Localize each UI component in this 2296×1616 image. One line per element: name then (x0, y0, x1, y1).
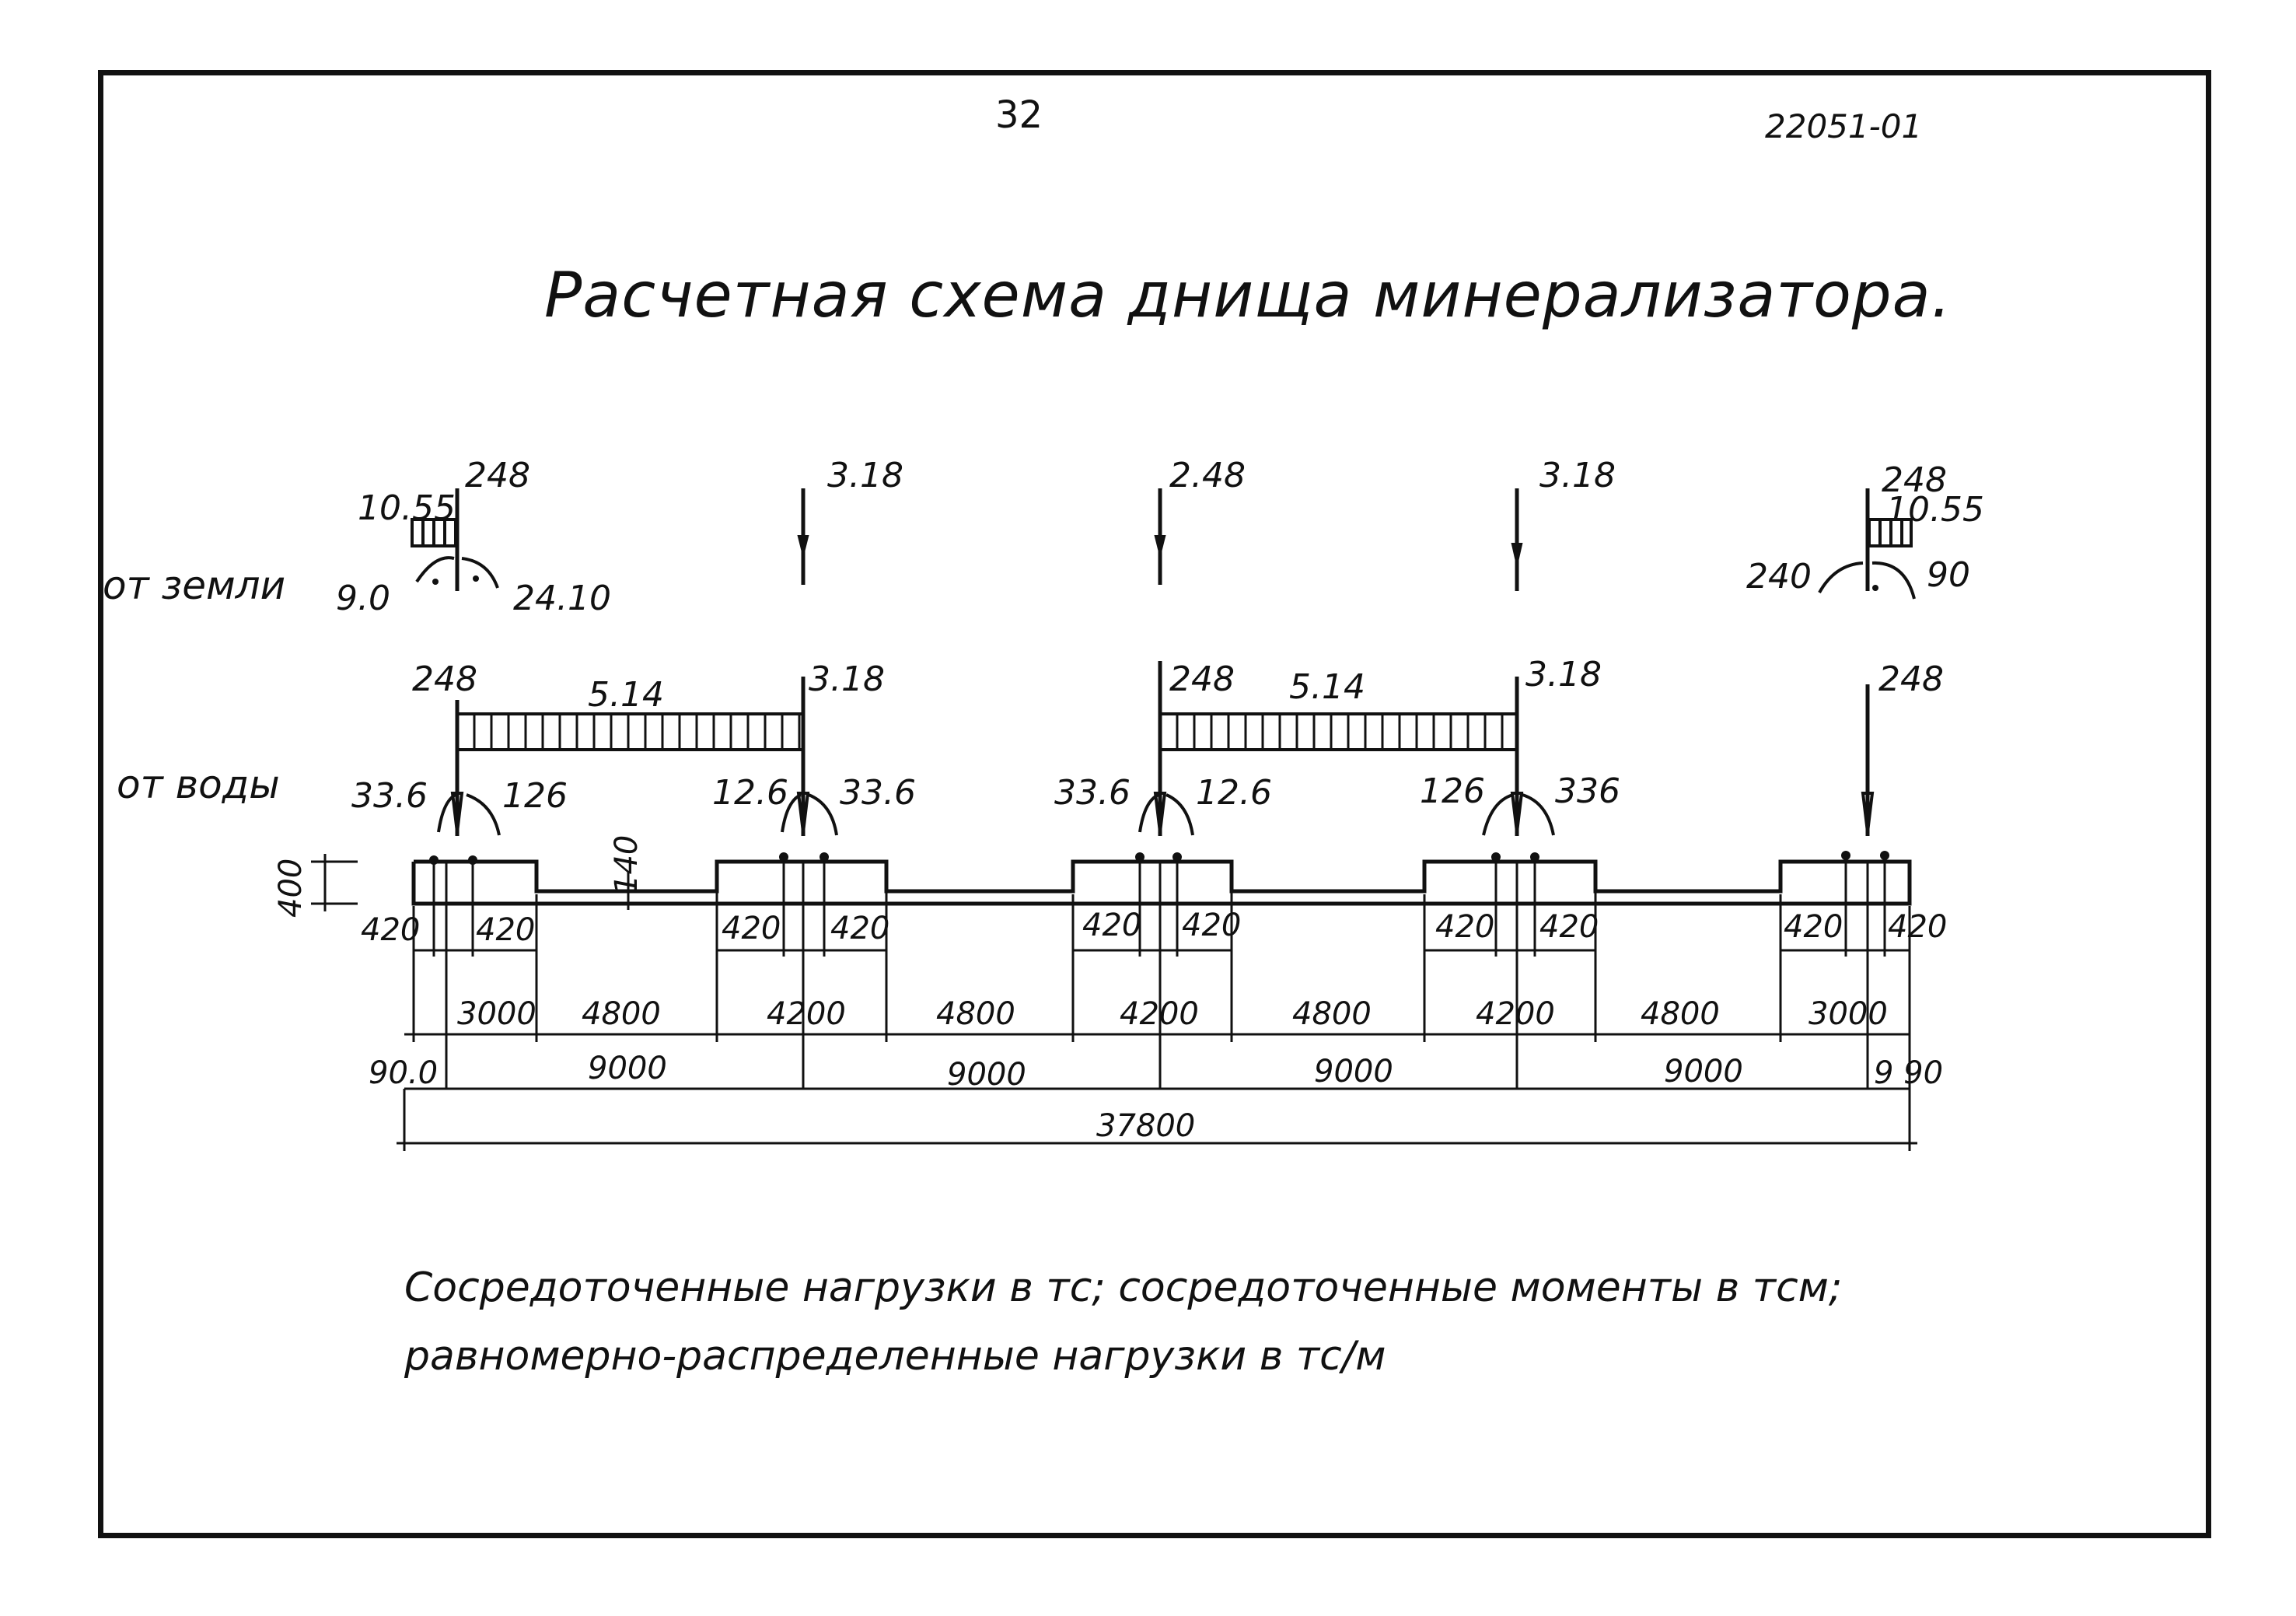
soil-s1-moment-left-arc (415, 556, 455, 583)
units-note-line1: Сосредоточенные нагрузки в тс; сосредото… (404, 1264, 1843, 1311)
water-s2-moment-left-label: 12.6 (712, 773, 788, 813)
water-s4-moment-right-arc (1522, 793, 1555, 836)
soil-s5-force-label: 248 (1882, 460, 1947, 500)
water-s1-force-label: 248 (412, 659, 477, 699)
water-s3-moment-right-label: 12.6 (1196, 773, 1272, 813)
dim-row1-9: 3000 (1808, 996, 1888, 1032)
soil-s1-distributed-label: 10.55 (358, 488, 456, 528)
water-s4-moment-right-label: 336 (1555, 771, 1620, 811)
dim-small-1: 420 (361, 912, 421, 948)
section-height-label: 400 (273, 858, 309, 918)
soil-s4-force-label: 3.18 (1539, 456, 1616, 495)
water-s1-moment-left-label: 33.6 (351, 776, 428, 816)
dim-row1-8: 4800 (1641, 996, 1720, 1032)
row-label-soil: от земли (103, 563, 286, 608)
soil-s2-force-label: 3.18 (827, 456, 903, 495)
row-label-water: от воды (117, 762, 280, 807)
water-s1-moment-right-arc (466, 793, 501, 836)
soil-s1-force-label: 248 (465, 456, 530, 495)
units-note-line2: равномерно-распределенные нагрузки в тс/… (404, 1333, 1386, 1380)
dim-row1-1: 3000 (457, 996, 536, 1032)
dim-row2-4: 9000 (1314, 1054, 1393, 1090)
water-s5-force-label: 248 (1878, 659, 1944, 699)
dim-small-3: 420 (722, 911, 781, 946)
dimension-lines (397, 949, 1917, 1145)
water-s1-moment-right-label: 126 (502, 776, 568, 816)
water-span1-distributed-label: 5.14 (588, 675, 664, 715)
dim-small-8: 420 (1539, 909, 1599, 945)
page-number: 32 (995, 93, 1043, 137)
water-s1-moment-left-arc (437, 793, 457, 833)
extension-lines (403, 863, 1911, 1151)
dim-small-9: 420 (1784, 909, 1843, 945)
dim-small-10: 420 (1888, 909, 1948, 945)
dim-row1-5: 4200 (1120, 996, 1199, 1032)
water-s2-moment-left-arc (781, 793, 802, 833)
dim-row2-5: 9000 (1664, 1054, 1743, 1090)
slab-thickness-label: 140 (609, 834, 645, 894)
water-s4-force-label: 3.18 (1525, 655, 1602, 694)
water-s3-moment-left-arc (1138, 793, 1159, 833)
dim-small-6: 420 (1182, 908, 1242, 943)
dim-small-4: 420 (830, 911, 890, 946)
dim-row1-2: 4800 (582, 996, 661, 1032)
water-loads-graphics (437, 661, 1875, 836)
drawing-frame (98, 70, 2211, 1538)
soil-s5-moment-right-arc (1871, 561, 1916, 600)
document-code: 22051-01 (1765, 107, 1923, 145)
bottom-slab-section (311, 851, 1912, 911)
dim-small-7: 420 (1435, 909, 1495, 945)
dim-total: 37800 (1096, 1108, 1196, 1144)
dim-row2-3: 9000 (947, 1057, 1026, 1093)
dim-small-5: 420 (1082, 908, 1142, 943)
water-s3-moment-right-arc (1165, 793, 1194, 836)
soil-s3-force-label: 2.48 (1169, 456, 1246, 495)
soil-s5-moment-right-label: 90 (1927, 555, 1970, 595)
dim-row1-3: 4200 (767, 996, 846, 1032)
water-span1-distributed-block (456, 712, 805, 751)
water-s2-moment-right-label: 33.6 (840, 773, 916, 813)
soil-s5-distributed-label: 10.55 (1886, 490, 1984, 530)
soil-s1-moment-right-label: 24.10 (513, 579, 611, 618)
soil-s1-moment-left-label: 9.0 (336, 579, 390, 618)
dim-row2-2: 9000 (588, 1051, 667, 1086)
water-s2-moment-right-arc (808, 793, 838, 836)
dim-row1-6: 4800 (1292, 996, 1372, 1032)
water-s3-moment-left-label: 33.6 (1054, 773, 1131, 813)
water-span3-distributed-block (1158, 712, 1518, 751)
water-s3-force-label: 248 (1169, 659, 1235, 699)
dim-row2-6: 9 90 (1874, 1055, 1944, 1091)
water-s4-moment-left-label: 126 (1420, 771, 1485, 811)
water-span3-distributed-label: 5.14 (1289, 667, 1365, 707)
soil-loads-graphics (411, 488, 1916, 600)
soil-s5-moment-left-arc (1818, 561, 1864, 593)
dim-row2-1: 90.0 (369, 1055, 439, 1091)
dim-row1-4: 4800 (936, 996, 1015, 1032)
dim-small-2: 420 (476, 912, 536, 948)
dim-row1-7: 4200 (1476, 996, 1555, 1032)
soil-s1-moment-right-arc (461, 557, 499, 589)
drawing-title: Расчетная схема днища минерализатора. (544, 259, 1952, 331)
water-s4-moment-left-arc (1482, 793, 1514, 836)
soil-s5-moment-left-label: 240 (1746, 557, 1812, 596)
water-s2-force-label: 3.18 (809, 659, 885, 699)
